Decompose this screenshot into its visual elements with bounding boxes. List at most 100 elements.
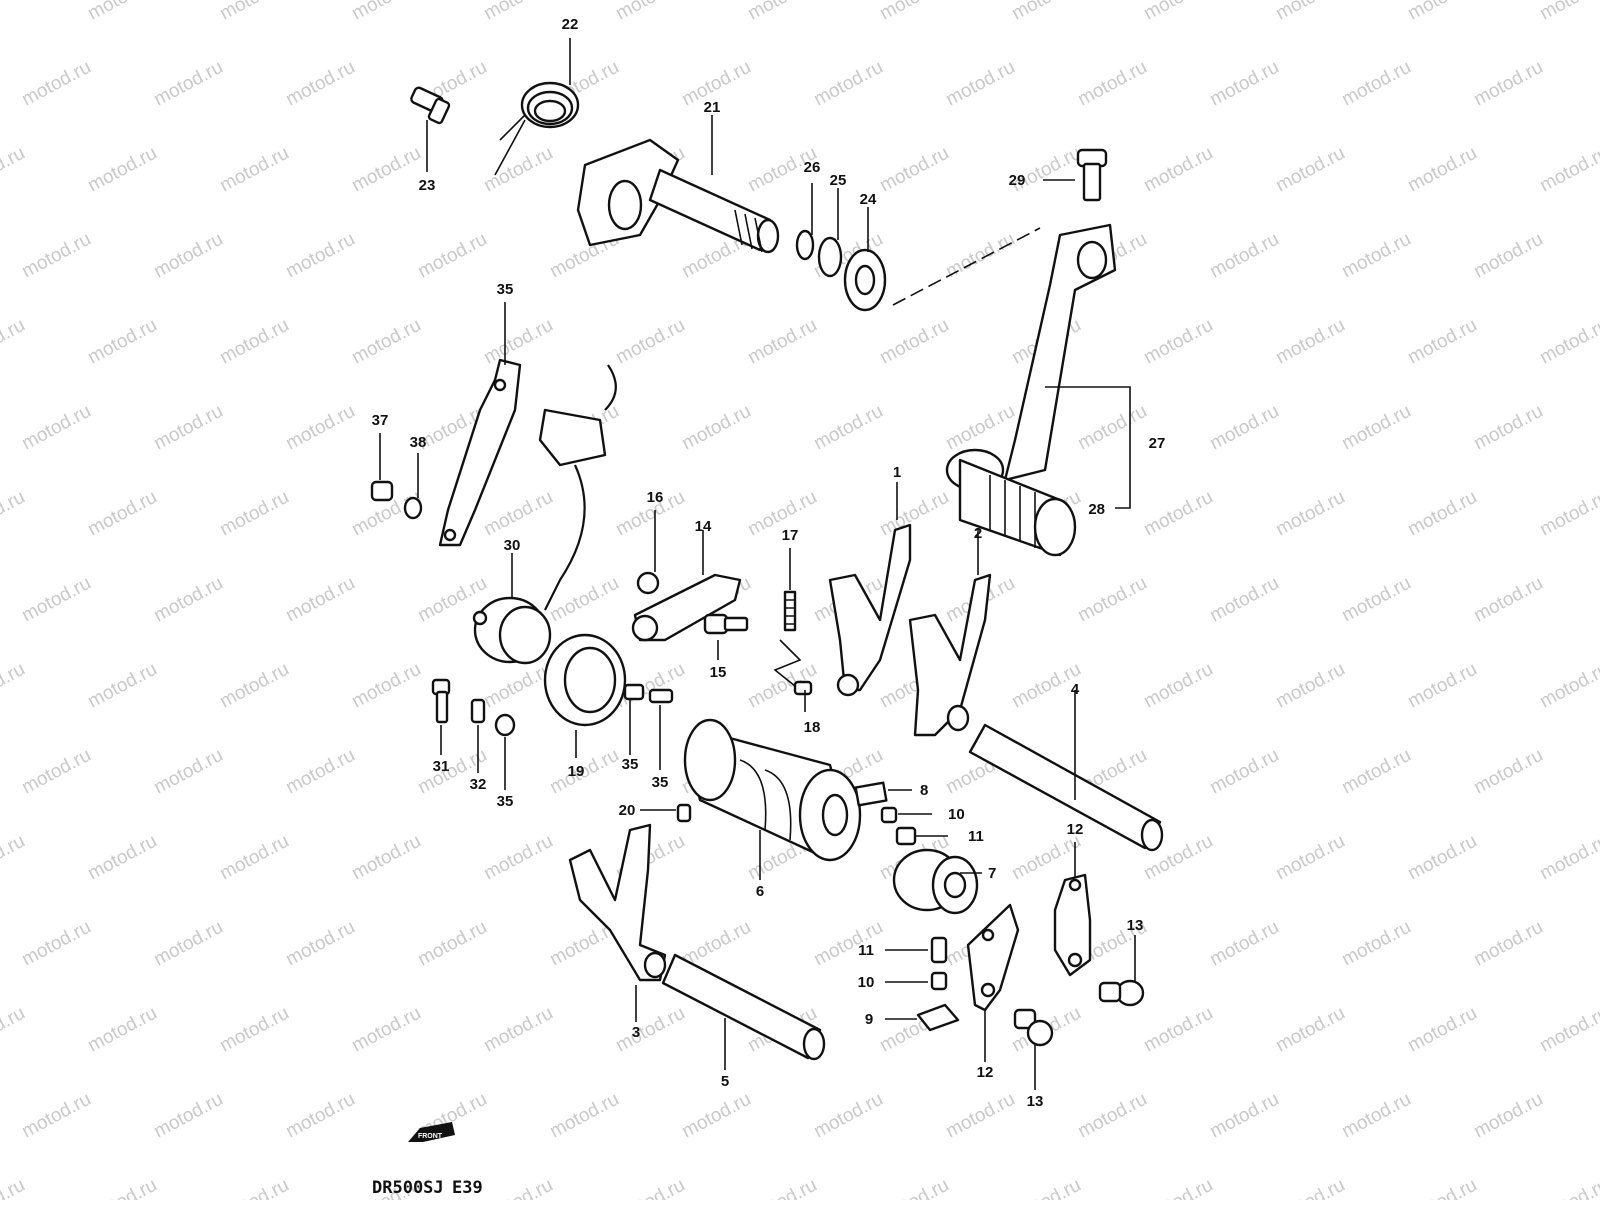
watermark-text: motod.ru bbox=[1470, 745, 1546, 799]
watermark-text: motod.ru bbox=[1404, 487, 1480, 541]
part-5-fork-shaft bbox=[661, 953, 826, 1061]
callout-15: 13 bbox=[1127, 917, 1144, 934]
watermark-text: motod.ru bbox=[1272, 1175, 1348, 1200]
callout-25: 23 bbox=[419, 177, 436, 194]
callout-27: 25 bbox=[830, 172, 847, 189]
part-13-screw bbox=[1013, 1008, 1054, 1047]
part-31-bolt bbox=[1076, 148, 1108, 202]
watermark-text: motod.ru bbox=[216, 831, 292, 885]
part-16-stopper bbox=[631, 573, 742, 642]
watermark-text: motod.ru bbox=[1338, 1089, 1414, 1143]
watermark-text: motod.ru bbox=[1206, 573, 1282, 627]
watermark-text: motod.ru bbox=[1338, 229, 1414, 283]
watermark-text: motod.ru bbox=[0, 143, 29, 197]
part-7-pawl-lifter bbox=[892, 848, 979, 915]
watermark-text: motod.ru bbox=[546, 745, 622, 799]
watermark-text: motod.ru bbox=[1272, 315, 1348, 369]
part-21-cam-stopper-plate bbox=[543, 633, 627, 727]
watermark-text: motod.ru bbox=[1404, 1003, 1480, 1057]
watermark-text: motod.ru bbox=[348, 143, 424, 197]
watermark-text: motod.ru bbox=[810, 401, 886, 455]
watermark-text: motod.ru bbox=[1074, 401, 1150, 455]
part-27-washer bbox=[817, 236, 843, 278]
watermark-text: motod.ru bbox=[282, 745, 358, 799]
part-38-plate bbox=[438, 358, 522, 547]
watermark-text: motod.ru bbox=[282, 229, 358, 283]
part-34-spring bbox=[470, 698, 486, 724]
watermark-text: motod.ru bbox=[1206, 57, 1282, 111]
callout-3: 3 bbox=[632, 1024, 640, 1041]
watermark-text: motod.ru bbox=[216, 659, 292, 713]
watermark-text: motod.ru bbox=[216, 487, 292, 541]
part-30-footrest-rubber bbox=[958, 458, 1077, 557]
watermark-text: motod.ru bbox=[744, 0, 820, 24]
part-6-gearshift-cam bbox=[683, 718, 862, 862]
watermark-text: motod.ru bbox=[480, 487, 556, 541]
part-14-plate bbox=[1053, 873, 1092, 977]
watermark-text: motod.ru bbox=[1272, 487, 1348, 541]
watermark-text: motod.ru bbox=[216, 0, 292, 24]
watermark-text: motod.ru bbox=[348, 315, 424, 369]
callout-5: 5 bbox=[721, 1073, 729, 1090]
part-26-oil-seal bbox=[843, 248, 887, 312]
watermark-text: motod.ru bbox=[348, 0, 424, 24]
watermark-text: motod.ru bbox=[1338, 745, 1414, 799]
watermark-text: motod.ru bbox=[480, 143, 556, 197]
watermark-text: motod.ru bbox=[744, 315, 820, 369]
watermark-text: motod.ru bbox=[744, 1175, 820, 1200]
watermark-text: motod.ru bbox=[282, 573, 358, 627]
watermark-text: motod.ru bbox=[414, 229, 490, 283]
callout-11-lower: 11 bbox=[858, 942, 874, 959]
watermark-text: motod.ru bbox=[1206, 1089, 1282, 1143]
watermark-text: motod.ru bbox=[612, 1175, 688, 1200]
part-40-washer bbox=[403, 496, 423, 520]
part-11-spring bbox=[895, 826, 917, 846]
watermark-text: motod.ru bbox=[1404, 659, 1480, 713]
watermark-text: motod.ru bbox=[84, 487, 160, 541]
watermark-text: motod.ru bbox=[84, 143, 160, 197]
callout-33: 31 bbox=[433, 758, 450, 775]
part-10-pin bbox=[880, 806, 898, 824]
callout-38: 35 bbox=[497, 281, 514, 298]
watermark-text: motod.ru bbox=[18, 917, 94, 971]
watermark-text: motod.ru bbox=[18, 573, 94, 627]
callout-17: 15 bbox=[710, 664, 727, 681]
watermark-text: motod.ru bbox=[1140, 659, 1216, 713]
watermark-text: motod.ru bbox=[348, 659, 424, 713]
watermark-text: motod.ru bbox=[150, 401, 226, 455]
part-20-pin bbox=[773, 639, 813, 696]
watermark-text: motod.ru bbox=[942, 57, 1018, 111]
callout-21: 19 bbox=[568, 763, 585, 780]
watermark-text: motod.ru bbox=[1470, 573, 1546, 627]
part-36-pin bbox=[623, 683, 645, 701]
watermark-text: motod.ru bbox=[1008, 1175, 1084, 1200]
watermark-text: motod.ru bbox=[1470, 229, 1546, 283]
callout-37: 35 bbox=[652, 774, 669, 791]
watermark-text: motod.ru bbox=[1470, 917, 1546, 971]
watermark-text: motod.ru bbox=[216, 143, 292, 197]
watermark-text: motod.ru bbox=[84, 315, 160, 369]
watermark-text: motod.ru bbox=[612, 315, 688, 369]
callout-8: 8 bbox=[920, 782, 928, 799]
callout-35: 35 bbox=[497, 793, 514, 810]
part-1-gearshift-fork bbox=[828, 523, 912, 697]
part-39-screw bbox=[370, 480, 394, 502]
watermark-text: motod.ru bbox=[282, 57, 358, 111]
part-19-spring bbox=[783, 590, 797, 632]
watermark-text: motod.ru bbox=[1338, 57, 1414, 111]
callout-26: 24 bbox=[860, 191, 877, 208]
callout-20: 18 bbox=[804, 719, 821, 736]
watermark-text: motod.ru bbox=[84, 659, 160, 713]
watermark-text: motod.ru bbox=[348, 831, 424, 885]
watermark-text: motod.ru bbox=[150, 573, 226, 627]
watermark-text: motod.ru bbox=[876, 143, 952, 197]
watermark-text: motod.ru bbox=[480, 1175, 556, 1200]
watermark-text: motod.ru bbox=[84, 1175, 160, 1200]
watermark-text: motod.ru bbox=[546, 1089, 622, 1143]
model-code: DR500SJ bbox=[372, 1178, 444, 1198]
watermark-text: motod.ru bbox=[1404, 0, 1480, 24]
callout-1: 1 bbox=[893, 464, 901, 481]
callout-16: 14 bbox=[695, 518, 712, 535]
part-15-screw bbox=[1098, 979, 1145, 1007]
